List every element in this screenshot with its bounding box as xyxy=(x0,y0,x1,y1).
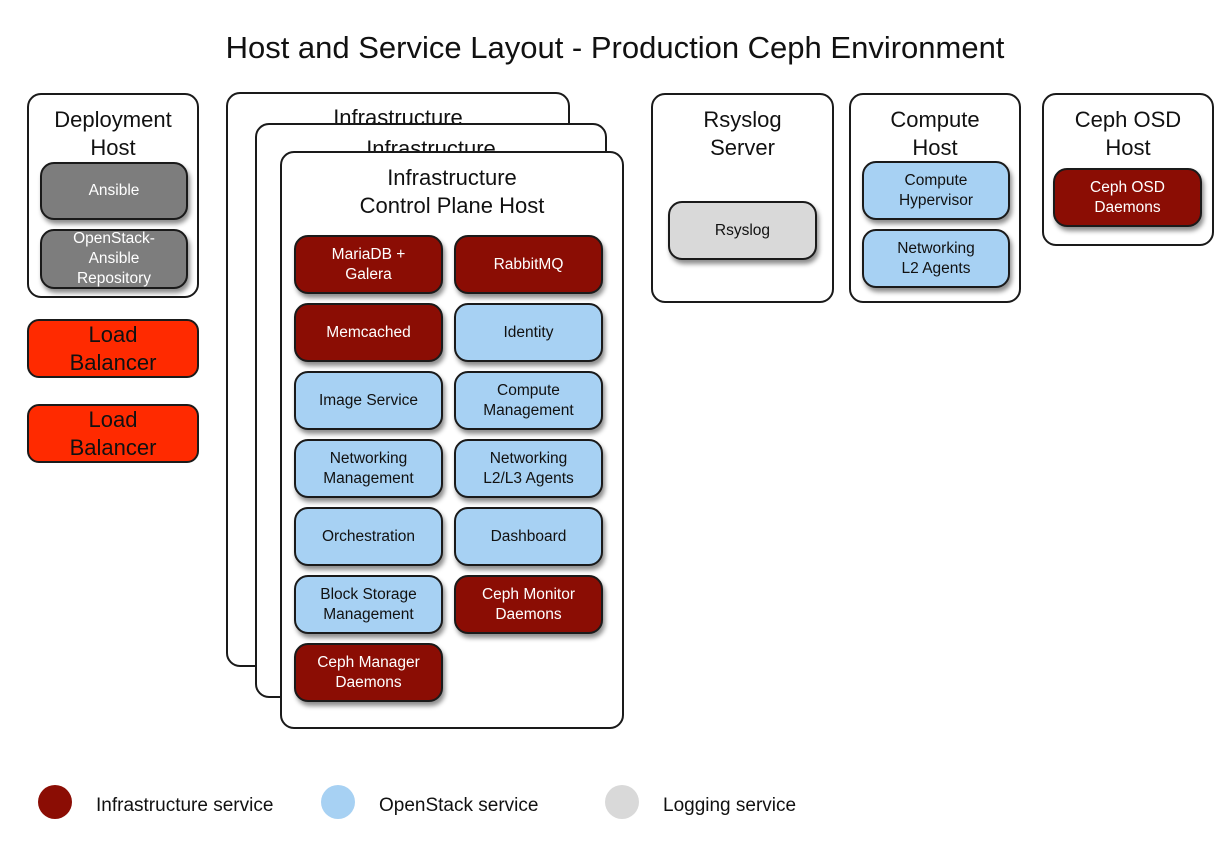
deployment-host: Deployment Host Ansible OpenStack- Ansib… xyxy=(27,93,199,298)
block-storage-management-service: Block Storage Management xyxy=(294,575,443,634)
networking-management-service: Networking Management xyxy=(294,439,443,498)
rabbitmq-service: RabbitMQ xyxy=(454,235,603,294)
compute-host-title: Compute Host xyxy=(890,107,980,160)
orchestration-service: Orchestration xyxy=(294,507,443,566)
legend-label: Logging service xyxy=(663,795,797,816)
ceph-manager-daemons-service: Ceph Manager Daemons xyxy=(294,643,443,702)
mariadb-galera-service: MariaDB + Galera xyxy=(294,235,443,294)
ansible-service: Ansible xyxy=(40,162,188,220)
ceph-osd-daemons-service: Ceph OSD Daemons xyxy=(1053,168,1202,227)
identity-service: Identity xyxy=(454,303,603,362)
load-balancer: Load Balancer xyxy=(27,319,199,378)
compute-host: Compute Host Compute Hypervisor Networki… xyxy=(849,93,1021,303)
legend-label: OpenStack service xyxy=(379,795,539,816)
legend-swatch xyxy=(605,785,639,819)
image-service-service: Image Service xyxy=(294,371,443,430)
legend-swatch xyxy=(321,785,355,819)
dashboard-service: Dashboard xyxy=(454,507,603,566)
diagram-title: Host and Service Layout - Production Cep… xyxy=(225,30,1005,65)
deployment-host-title: Deployment Host xyxy=(54,107,172,160)
rsyslog-service: Rsyslog xyxy=(668,201,817,260)
ceph-monitor-daemons-service: Ceph Monitor Daemons xyxy=(454,575,603,634)
rsyslog-server-title: Rsyslog Server xyxy=(703,107,782,160)
legend-label: Infrastructure service xyxy=(96,795,274,816)
openstack-ansible-repository-service: OpenStack- Ansible Repository xyxy=(40,229,188,289)
load-balancer: Load Balancer xyxy=(27,404,199,463)
rsyslog-server: Rsyslog Server Rsyslog xyxy=(651,93,834,303)
ceph-osd-host-title: Ceph OSD Host xyxy=(1074,107,1182,160)
legend-swatch xyxy=(38,785,72,819)
infrastructure-control-plane-host: Infrastructure Control Plane Host MariaD… xyxy=(280,151,624,729)
compute-management-service: Compute Management xyxy=(454,371,603,430)
memcached-service: Memcached xyxy=(294,303,443,362)
ceph-osd-host: Ceph OSD Host Ceph OSD Daemons xyxy=(1042,93,1214,246)
networking-l2-l3-agents-service: Networking L2/L3 Agents xyxy=(454,439,603,498)
infrastructure-host-title: Infrastructure Control Plane Host xyxy=(359,165,545,218)
compute-hypervisor-service: Compute Hypervisor xyxy=(862,161,1010,220)
networking-l2-agents-service: Networking L2 Agents xyxy=(862,229,1010,288)
